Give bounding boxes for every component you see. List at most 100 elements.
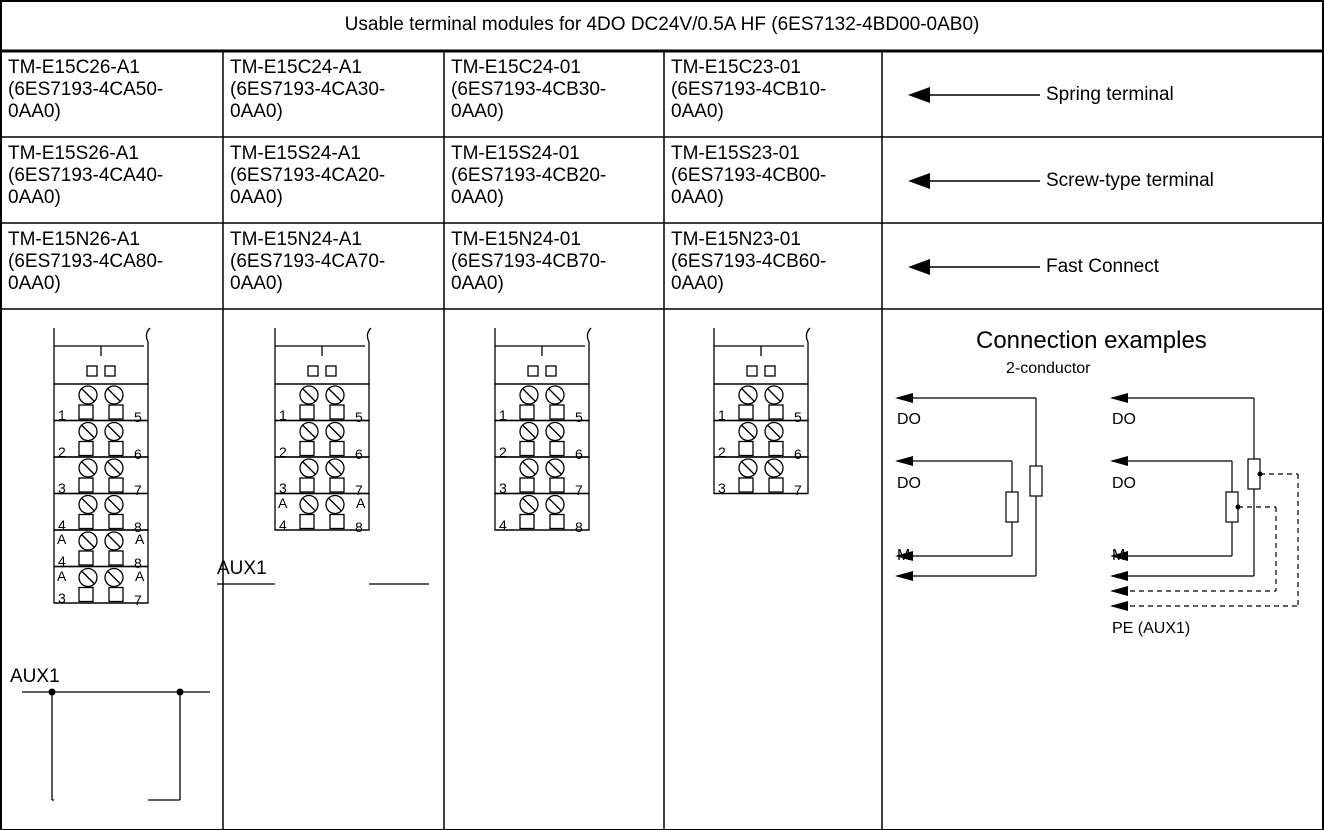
module-cell-line: 0AA0) (8, 187, 61, 208)
module-cell-line: (6ES7193-4CA30- (230, 79, 386, 100)
module-cell-line: (6ES7193-4CA50- (8, 79, 164, 100)
module-cell-line: (6ES7193-4CB60- (671, 251, 827, 272)
pin-number: 2 (58, 443, 66, 460)
examples-subheading: 2-conductor (1006, 360, 1091, 377)
module-cell-line: 0AA0) (230, 273, 283, 294)
pin-number: 4 (58, 553, 66, 569)
module-cell-line: 0AA0) (671, 101, 724, 122)
module-cell-line: TM-E15S26-A1 (8, 143, 139, 164)
arrow-icon (908, 87, 1040, 275)
module-cell: TM-E15S26-A1(6ES7193-4CA40-0AA0) (8, 143, 163, 209)
left-do-1-label: DO (897, 411, 921, 428)
module-cell-line: 0AA0) (451, 101, 504, 122)
right-do-2-label: DO (1112, 475, 1136, 492)
pin-number: 3 (718, 480, 726, 496)
pin-number: 5 (575, 409, 583, 425)
pin-number: 1 (279, 407, 287, 423)
left-do-2-label: DO (897, 475, 921, 492)
pin-number: 6 (134, 445, 142, 462)
pin-number: 2 (279, 443, 287, 460)
module-cell: TM-E15C24-A1(6ES7193-4CA30-0AA0) (230, 57, 385, 123)
module-cell-line: 0AA0) (230, 187, 283, 208)
module-cell: TM-E15N26-A1(6ES7193-4CA80-0AA0) (8, 229, 163, 295)
module-cell-line: TM-E15C24-A1 (230, 57, 362, 78)
module-cell-line: TM-E15N26-A1 (8, 229, 140, 250)
right-do-1-label: DO (1112, 411, 1136, 428)
resistor-icon (1005, 491, 1019, 523)
pin-letter: A (135, 531, 145, 547)
module-cell: TM-E15N24-A1(6ES7193-4CA70-0AA0) (230, 229, 385, 295)
module-cell: TM-E15C24-01(6ES7193-4CB30-0AA0) (451, 57, 606, 123)
terminal-type-label: Screw-type terminal (1046, 170, 1214, 191)
module-cell-line: (6ES7193-4CB00- (671, 165, 827, 186)
pin-number: 2 (718, 443, 726, 460)
pin-number: 3 (58, 480, 66, 496)
pin-number: 4 (499, 516, 507, 533)
module-cell-line: TM-E15C24-01 (451, 57, 581, 78)
pin-number: 8 (575, 518, 583, 535)
pin-letter: A (278, 494, 288, 511)
module-cell-line: TM-E15S24-A1 (230, 143, 361, 164)
module-cell-line: TM-E15C23-01 (671, 57, 801, 78)
pin-letter: A (57, 567, 67, 584)
aux-label: AUX1 (217, 558, 267, 579)
module-cell: TM-E15S23-01(6ES7193-4CB00-0AA0) (671, 143, 826, 209)
module-cell-line: TM-E15N24-01 (451, 229, 581, 250)
pin-number: 4 (58, 516, 66, 533)
module-cell: TM-E15N23-01(6ES7193-4CB60-0AA0) (671, 229, 826, 295)
module-cell-line: (6ES7193-4CA80- (8, 251, 164, 272)
module-cell-line: 0AA0) (671, 273, 724, 294)
module-cell-line: (6ES7193-4CA70- (230, 251, 386, 272)
pin-number: 7 (355, 482, 363, 498)
module-cell-line: 0AA0) (451, 273, 504, 294)
pin-number: 3 (279, 480, 287, 496)
pin-letter: A (57, 531, 67, 547)
pin-number: 3 (499, 480, 507, 496)
pin-number: 7 (794, 482, 802, 498)
pin-letter: A (135, 567, 145, 584)
module-cell-line: TM-E15S24-01 (451, 143, 580, 164)
module-cell-line: (6ES7193-4CB20- (451, 165, 607, 186)
pin-number: 7 (134, 482, 142, 498)
module-cell: TM-E15S24-A1(6ES7193-4CA20-0AA0) (230, 143, 385, 209)
pin-number: 1 (718, 407, 726, 423)
pin-number: 1 (58, 407, 66, 423)
resistor-icon (1029, 465, 1043, 497)
module-cell-line: (6ES7193-4CB70- (451, 251, 607, 272)
module-cell-line: (6ES7193-4CA40- (8, 165, 164, 186)
module-cell-line: 0AA0) (451, 187, 504, 208)
module-cell-line: TM-E15N24-A1 (230, 229, 362, 250)
module-cell-line: 0AA0) (8, 273, 61, 294)
aux-label: AUX1 (10, 666, 60, 687)
module-cell-line: TM-E15N23-01 (671, 229, 801, 250)
pin-number: 5 (794, 409, 802, 425)
pin-number: 5 (134, 409, 142, 425)
terminal-type-label: Spring terminal (1046, 84, 1174, 105)
table-title: Usable terminal modules for 4DO DC24V/0.… (344, 14, 980, 35)
module-cell: TM-E15N24-01(6ES7193-4CB70-0AA0) (451, 229, 606, 295)
module-cell: TM-E15C26-A1(6ES7193-4CA50-0AA0) (8, 57, 163, 123)
pin-number: 6 (794, 445, 802, 462)
pin-number: 6 (575, 445, 583, 462)
pin-number: 5 (355, 409, 363, 425)
pin-number: 7 (575, 482, 583, 498)
pin-number: 6 (355, 445, 363, 462)
pin-number: 8 (134, 555, 142, 571)
pin-number: 8 (355, 518, 363, 535)
module-cell-line: (6ES7193-4CA20- (230, 165, 386, 186)
module-cell: TM-E15C23-01(6ES7193-4CB10-0AA0) (671, 57, 826, 123)
pin-letter: A (356, 494, 366, 511)
pin-number: 1 (499, 407, 507, 423)
module-cell-line: (6ES7193-4CB10- (671, 79, 827, 100)
module-cell-line: TM-E15C26-A1 (8, 57, 140, 78)
module-cell-line: 0AA0) (8, 101, 61, 122)
examples-heading: Connection examples (976, 327, 1207, 354)
right-pe-label: PE (AUX1) (1112, 620, 1191, 637)
